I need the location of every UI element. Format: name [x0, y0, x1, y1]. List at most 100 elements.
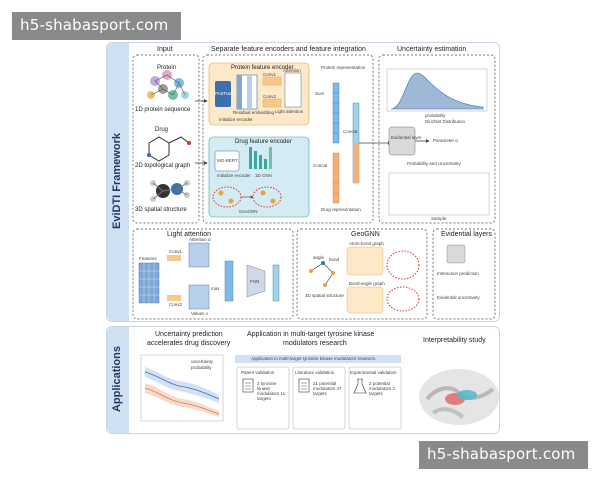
protein-representation-column: [332, 82, 340, 144]
fnn-trapezoid: [246, 264, 266, 298]
evidential-layers-title: Evidential layers: [441, 231, 492, 238]
evidential-layer-label: Evidential layer: [391, 135, 422, 140]
probability-axis-label: probability: [425, 113, 446, 118]
cnn-1d-bars: [249, 147, 272, 169]
uncertainty-section: [378, 54, 496, 224]
conv1-label: Conv1: [263, 72, 277, 77]
dirichlet-label: Dirichlet Distribution: [425, 119, 466, 124]
angle-label: angle: [313, 255, 325, 260]
attention-alpha-matrix: [188, 242, 210, 268]
attention-label: Attention: [283, 68, 301, 73]
evidential-layer-mini: [446, 244, 466, 264]
interpretability-title: Interpretability study: [423, 337, 486, 344]
drug-repr-label: Drug representation: [321, 207, 361, 212]
parameter-label: Parameter α: [433, 138, 458, 143]
evidential-layer-box: [388, 126, 416, 156]
protein-encoder-box: [208, 62, 310, 126]
evidential-section: [432, 228, 496, 320]
legend-uncertainty: uncertainty: [191, 359, 214, 364]
attention-block: [284, 72, 302, 108]
experimental-validation-label: Experimental validation: [350, 370, 397, 375]
protein-structure-image: [419, 369, 499, 425]
prottrans-block: [215, 81, 231, 107]
features-label: Features: [139, 256, 157, 261]
research-bar: [235, 355, 401, 363]
attention-alpha-label: Attention α: [189, 237, 211, 242]
la-output-column: [224, 260, 234, 302]
framework-drawing: [132, 54, 496, 320]
drug-3d-structure: [150, 180, 190, 202]
concat-label-2: Concat: [313, 163, 328, 168]
geognn-output-2: [386, 286, 420, 312]
atom-bond-graph-box: [346, 246, 384, 276]
input-section: [132, 54, 200, 224]
applications-drawing: [140, 354, 499, 430]
research-bar-label: Application in multi-target tyrosine kin…: [251, 356, 377, 361]
topological-graph-label: 2D topological graph: [135, 163, 191, 169]
experimental-desc: 2 potential modulators 2 targets: [369, 381, 396, 396]
drug-topological-graph: [147, 136, 191, 162]
dirichlet-plot: [386, 68, 488, 112]
patent-desc: 2 tyrosine kinase modulators 11 targets: [257, 381, 286, 401]
watermark-bottom: h5-shabasport.com: [419, 441, 588, 469]
mgbert-label: MG-BERT: [217, 158, 238, 163]
uncertainty-title-1: Uncertainty prediction: [155, 331, 223, 338]
geognn-title: GeoGNN: [351, 231, 380, 238]
la-result-column: [272, 264, 280, 302]
spatial-structure-small-label: 3D spatial structure: [305, 293, 344, 298]
experimental-card: [348, 366, 402, 430]
atom-bond-graph-label: Atom-bond graph: [349, 241, 384, 246]
concat-label-1: Concat: [343, 129, 358, 134]
framework-panel: EviDTI Framework: [106, 42, 500, 322]
encoder-section: [202, 54, 374, 224]
literature-doc-icon: [298, 378, 310, 393]
multi-target-title-2: modulators research: [283, 340, 347, 347]
patent-doc-icon: [242, 378, 254, 393]
literature-validation-label: Literature validation: [295, 370, 335, 375]
geognn-output-1: [386, 250, 420, 280]
sum-label: Sum: [315, 91, 325, 96]
light-attention-title: Light attention: [167, 231, 211, 238]
init-encoder-label: Initialize encoder: [219, 117, 253, 122]
input-title: Input: [157, 46, 173, 53]
protein-label: Protein: [157, 65, 177, 71]
protein-matrix: [236, 74, 258, 110]
drug-encoder-title: Drug feature encoder: [235, 139, 292, 145]
watermark-top: h5-shabasport.com: [12, 12, 181, 40]
la-conv1-label: Conv1: [169, 249, 183, 254]
conv2-block: [262, 98, 282, 108]
uncertainty-title: Uncertainty estimation: [397, 46, 467, 53]
mgbert-block: [214, 150, 240, 172]
la-conv2-label: Conv2: [169, 302, 183, 307]
interaction-prediction-label: Interaction prediction: [437, 271, 479, 276]
bond-angle-graph-box: [346, 286, 384, 314]
geognn-section: [296, 228, 428, 320]
multi-target-title-1: Application in multi-target tyrosine kin…: [247, 331, 375, 338]
patent-validation-label: Patent validation: [241, 370, 275, 375]
protein-residue-graph: [147, 70, 189, 100]
protein-seq-label: 1D protein sequence: [135, 107, 191, 113]
conv2-label: Conv2: [263, 94, 277, 99]
probability-uncertainty-plot: [388, 172, 490, 216]
literature-desc: 31 potential modulators 47 targets: [313, 381, 342, 396]
light-attention-features-matrix: [138, 262, 160, 304]
drug-representation-column: [332, 152, 340, 204]
la-conv1: [167, 255, 181, 261]
light-attention-section: [132, 228, 294, 320]
applications-panel: Applications Uncertainty prediction acce…: [106, 326, 500, 434]
bond-angle-graph-label: Bond-angle graph: [349, 281, 385, 286]
residual-embedding-label: Residual embedding: [233, 110, 275, 115]
legend-probability: probability: [191, 365, 212, 370]
framework-side-band: EviDTI Framework: [107, 43, 129, 321]
bond-label: bond: [329, 257, 340, 262]
values-v-label: Values v: [191, 311, 208, 316]
encoders-title: Separate feature encoders and feature in…: [211, 46, 366, 53]
protein-encoder-title: Protein feature encoder: [231, 65, 294, 71]
sample-axis-label: Sample: [431, 216, 447, 221]
drug-label: Drug: [155, 127, 169, 133]
applications-side-band: Applications: [107, 327, 129, 433]
prottrans-label: ProtTrans: [215, 91, 235, 96]
evidential-uncertainty-label: Evidential uncertainty: [437, 295, 480, 300]
drug-init-encoder-label: Initialize encoder: [217, 173, 251, 178]
uncertainty-line-chart: [140, 354, 224, 422]
